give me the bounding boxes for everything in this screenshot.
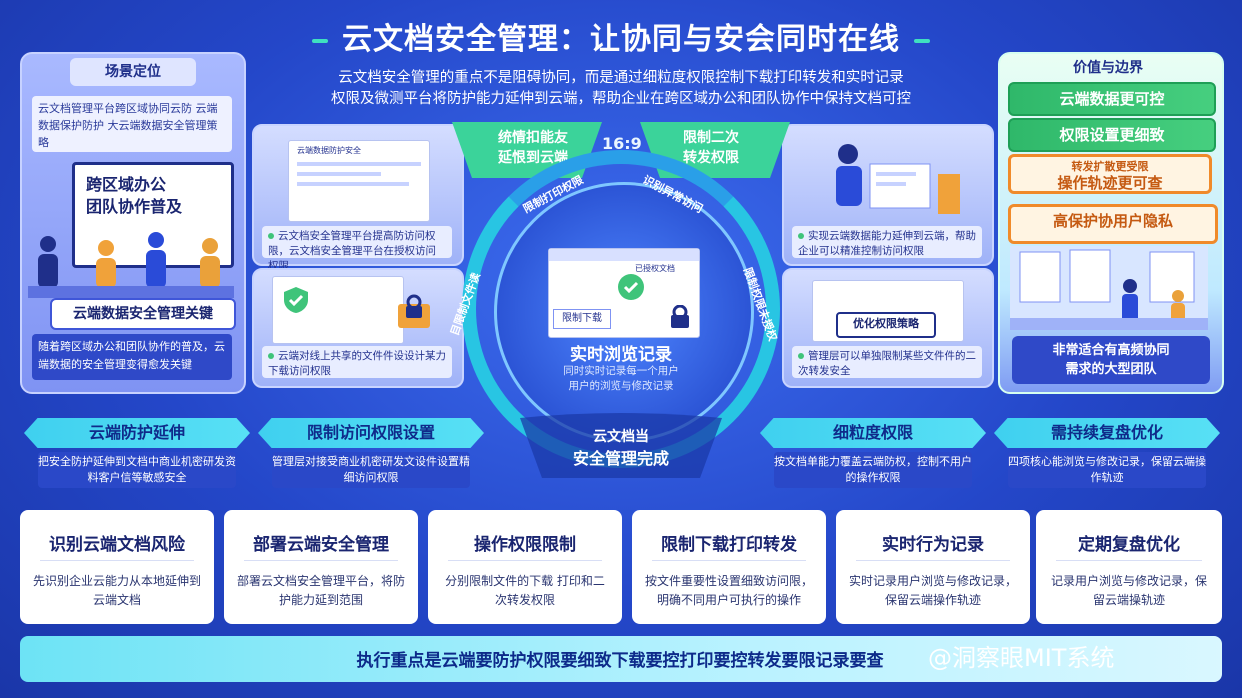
realtime-record-title: 实时浏览记录 [570,345,672,365]
step-deploy: 部署云端安全管理 部署云文档安全管理平台，将防护能力延到范围 [224,510,418,624]
card-shared-doc [272,276,404,344]
value-footer-line-2: 需求的大型团队 [1065,362,1157,377]
value-footer-line-1: 非常适合有高频协同 [1052,343,1170,358]
page-title: 云文档安全管理：让协同与安会同时在线 [0,14,1242,58]
card-cloud-caption: 实现云端数据能力延伸到云端，帮助企业可以精准控制访问权限 [792,226,982,258]
step-title: 定期复盘优化 [1078,535,1180,555]
value-item-traceable: 转发扩散更受限 操作轨迹更可查 [1008,154,1212,194]
folder-lock-icon [398,294,430,328]
card-access-doc: 云端数据防护安全 [288,140,430,222]
step-desc: 分别限制文件的下载 打印和二次转发权限 [445,574,605,607]
board-line-1: 跨区域办公 [86,175,167,194]
scenario-heading: 场景定位 [70,58,196,86]
value-item-traceable-label: 操作轨迹更可查 [1057,174,1163,192]
center-doc-label: 限制下载 [553,309,611,329]
step-download-limit: 限制下载打印转发 按文件重要性设置细致访问限，明确不同用户可执行的操作 [632,510,826,624]
step-title: 实时行为记录 [882,535,984,555]
step-review: 定期复盘优化 记录用户浏览与修改记录，保留云端操轨迹 [1036,510,1222,624]
chevron-cloud-extend-desc: 把安全防护延伸到文档中商业机密研发资料客户信等敏感安全 [38,452,236,488]
center-doc-tag: 已授权文档 [635,264,675,273]
footer-bar [20,636,1222,682]
value-heading: 价值与边界 [1073,60,1143,76]
center-bottom-line-2: 安全管理完成 [572,449,669,468]
scenario-banner: 云端数据安全管理关键 [50,298,236,330]
card-forward-caption: 管理层可以单独限制某些文件件的二次转发安全 [792,346,982,378]
card-access-doc-title: 云端数据防护安全 [297,146,361,155]
chevron-cloud-extend: 云端防护延伸 [24,418,250,448]
card-shared-caption: 云端对线上共享的文件件设设计某力下载访问权限 [262,346,452,378]
step-desc: 按文件重要性设置细致访问限，明确不同用户可执行的操作 [644,574,813,607]
chevron-access-setting: 限制访问权限设置 [258,418,484,448]
step-desc: 实时记录用户浏览与修改记录，保留云端操作轨迹 [848,574,1017,607]
step-identify-risk: 识别云端文档风险 先识别企业云能力从本地延伸到云端文档 [20,510,214,624]
chevron-fine-grained: 细粒度权限 [760,418,986,448]
step-desc: 记录用户浏览与修改记录，保留云端操轨迹 [1050,574,1207,607]
value-footer: 非常适合有高频协同 需求的大型团队 [1012,336,1210,384]
watermark: @洞察眼MIT系统 [928,644,1115,672]
whiteboard-text: 跨区域办公 团队协作普及 [86,174,182,218]
step-desc: 部署云文档安全管理平台，将防护能力延到范围 [236,574,405,607]
top-left-triangle-text: 统情扣能友 延恨到云端 [478,128,588,168]
step-title: 部署云端安全管理 [253,535,389,555]
center-bottom-base [520,413,722,478]
step-title: 操作权限限制 [474,535,576,555]
board-line-2: 团队协作普及 [86,197,183,216]
footer-text: 执行重点是云端要防护权限要细致下载要控打印要控转发要限记录要查 [356,651,884,671]
step-title: 识别云端文档风险 [49,535,185,555]
center-bottom-label: 云文档当 安全管理完成 [548,426,694,470]
team-people-illustration [28,232,234,298]
center-bottom-line-1: 云文档当 [593,429,649,445]
subtitle-line-1: 云文档安全管理的重点不是阻碍协同，而是通过细粒度权限控制下载打印转发和实时记录 [338,70,904,86]
card-shared-caption-text: 云端对线上共享的文件件设设计某力下载访问权限 [268,350,446,377]
step-realtime-record: 实时行为记录 实时记录用户浏览与修改记录，保留云端操作轨迹 [836,510,1030,624]
optimize-policy-label: 优化权限策略 [836,312,936,338]
chevron-review: 需持续复盘优化 [994,418,1220,448]
lock-icon [671,305,689,328]
value-item-privacy: 高保护协用户隐私 [1008,204,1218,244]
value-item-fine-grained: 权限设置更细致 [1008,118,1216,152]
center-document-window: 已授权文档 限制下载 [548,248,700,338]
value-item-traceable-sub: 转发扩散更受限 [1071,160,1149,173]
card-forward-caption-text: 管理层可以单独限制某些文件件的二次转发安全 [798,350,976,377]
top-right-triangle-text: 限制二次 转发权限 [656,128,766,168]
shield-check-icon [284,287,308,313]
scenario-intro: 云文档管理平台跨区域协同云防 云端数据保护防护 大云端数据安全管理策略 [32,96,232,152]
subtitle-line-2: 权限及微测平台将防护能力延伸到云端，帮助企业在跨区域办公和团队协作中保持文档可控 [331,91,911,107]
title-text: 云文档安全管理：让协同与安会同时在线 [342,22,900,57]
realtime-record-desc: 同时实时记录每一个用户用户的浏览与修改记录 [563,365,679,392]
step-desc: 先识别企业云能力从本地延伸到云端文档 [32,574,201,607]
value-item-controllable: 云端数据更可控 [1008,82,1216,116]
step-permission-limit: 操作权限限制 分别限制文件的下载 打印和二次转发权限 [428,510,622,624]
analyst-illustration [836,144,960,214]
office-illustration [1010,246,1208,330]
step-title: 限制下载打印转发 [661,535,797,555]
top-left-triangle-label: 统情扣能友 延恨到云端 [498,130,568,166]
check-circle-icon [618,274,644,300]
scenario-footer: 随着跨区域办公和团队协作的普及，云端数据的安全管理变得愈发关键 [32,334,232,380]
chevron-review-desc: 四项核心能浏览与修改记录，保留云端操作轨迹 [1008,452,1206,488]
card-cloud-caption-text: 实现云端数据能力延伸到云端，帮助企业可以精准控制访问权限 [798,230,976,257]
card-access-caption: 云文档安全管理平台提高防访问权限，云文档安全管理平台在授权访问权限 [262,226,452,272]
page-subtitle: 云文档安全管理的重点不是阻碍协同，而是通过细粒度权限控制下载打印转发和实时记录 … [280,68,962,110]
aspect-ratio-label: 16:9 [602,134,642,153]
chevron-access-setting-desc: 管理层对接受商业机密研发文设件设置精细访问权限 [272,452,470,488]
top-right-triangle-label: 限制二次 转发权限 [683,130,739,166]
chevron-fine-grained-desc: 按文档单能力覆盖云端防权，控制不用户的操作权限 [774,452,972,488]
